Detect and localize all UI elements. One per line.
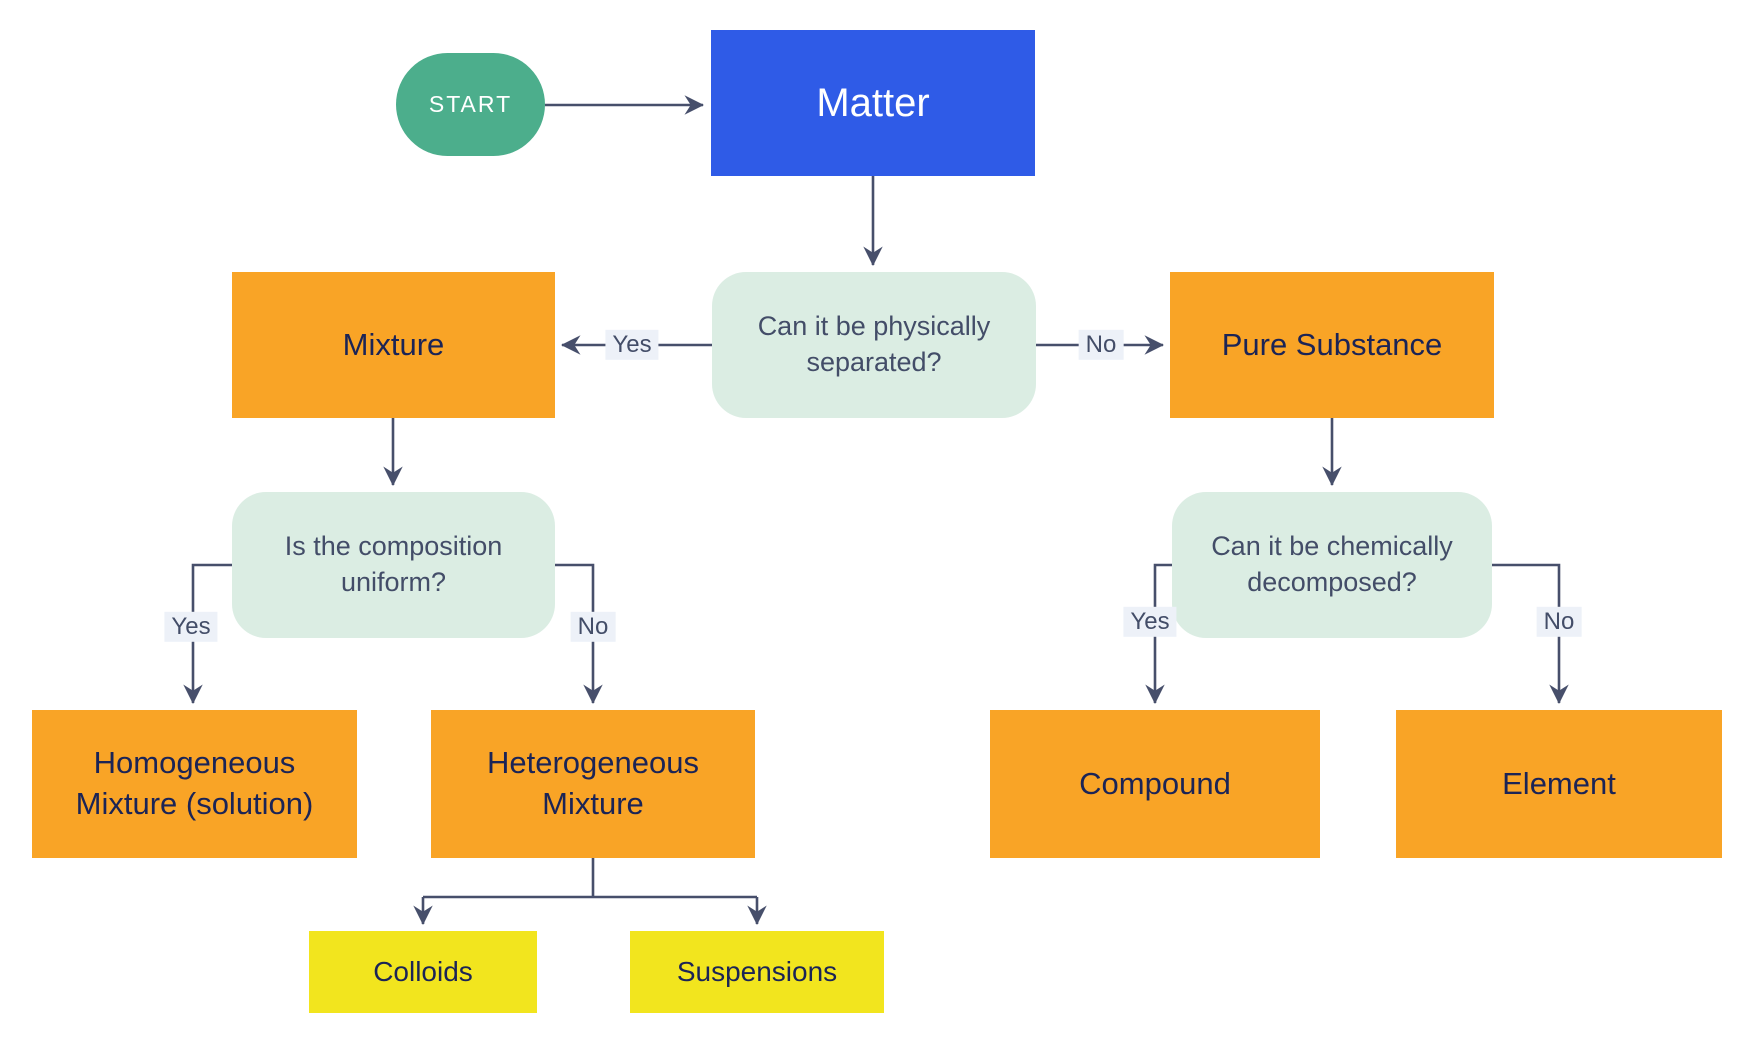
node-matter[interactable]: Matter bbox=[711, 30, 1035, 176]
node-homogeneous-mixture[interactable]: Homogeneous Mixture (solution) bbox=[32, 710, 357, 858]
node-suspensions[interactable]: Suspensions bbox=[630, 931, 884, 1013]
edge-label-physical-yes: Yes bbox=[605, 329, 659, 361]
node-element-label: Element bbox=[1502, 765, 1616, 801]
edge-label-physical-no: No bbox=[1078, 329, 1124, 361]
node-element[interactable]: Element bbox=[1396, 710, 1722, 858]
node-question-physically-separated[interactable]: Can it be physically separated? bbox=[712, 272, 1036, 418]
node-mixture-label: Mixture bbox=[342, 326, 445, 362]
node-heterogeneous-mixture-label: Heterogeneous Mixture bbox=[487, 745, 699, 821]
node-question-physically-separated-label: Can it be physically separated? bbox=[757, 311, 991, 377]
node-suspensions-label: Suspensions bbox=[676, 955, 838, 987]
node-matter-label: Matter bbox=[816, 80, 930, 125]
node-colloids-label: Colloids bbox=[373, 955, 473, 987]
edge-label-chemical-no: No bbox=[1536, 606, 1582, 638]
edge-label-chemical-yes: Yes bbox=[1123, 606, 1177, 638]
node-pure-substance-label: Pure Substance bbox=[1221, 326, 1443, 362]
node-question-chemically-decomposed-label: Can it be chemically decomposed? bbox=[1211, 531, 1453, 597]
node-homogeneous-mixture-label: Homogeneous Mixture (solution) bbox=[75, 745, 314, 821]
node-start[interactable]: START bbox=[396, 53, 545, 156]
node-question-composition-uniform[interactable]: Is the composition uniform? bbox=[232, 492, 555, 638]
node-colloids[interactable]: Colloids bbox=[309, 931, 537, 1013]
node-start-label: START bbox=[428, 91, 513, 118]
node-compound-label: Compound bbox=[1079, 765, 1231, 801]
node-question-chemically-decomposed[interactable]: Can it be chemically decomposed? bbox=[1172, 492, 1492, 638]
edge-label-uniform-yes: Yes bbox=[164, 611, 218, 643]
node-mixture[interactable]: Mixture bbox=[232, 272, 555, 418]
node-pure-substance[interactable]: Pure Substance bbox=[1170, 272, 1494, 418]
node-question-composition-uniform-label: Is the composition uniform? bbox=[284, 531, 503, 597]
edge-label-uniform-no: No bbox=[570, 611, 616, 643]
node-compound[interactable]: Compound bbox=[990, 710, 1320, 858]
node-heterogeneous-mixture[interactable]: Heterogeneous Mixture bbox=[431, 710, 755, 858]
